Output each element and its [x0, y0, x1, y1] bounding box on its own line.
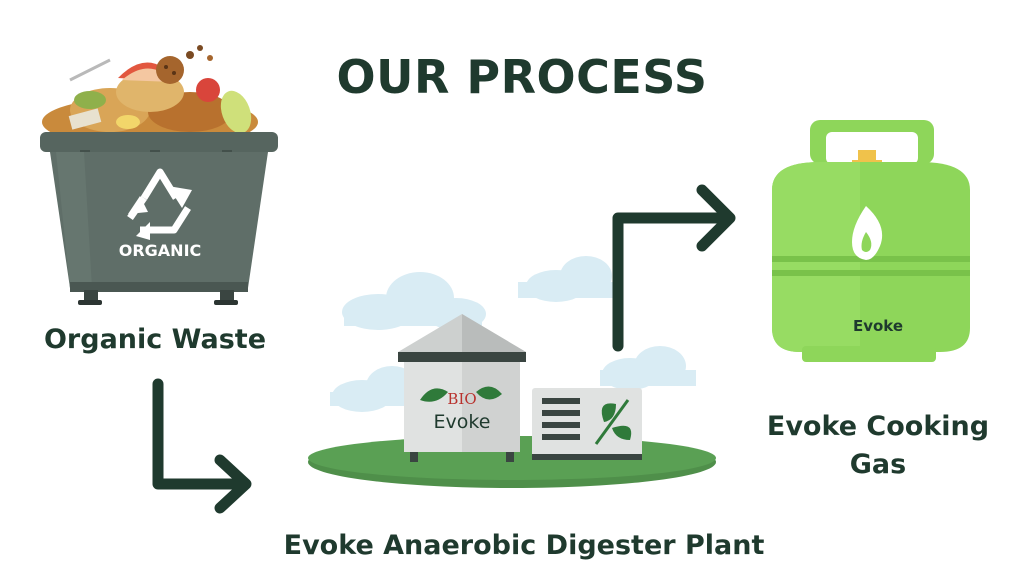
leaf-icon — [420, 386, 502, 402]
flame-icon — [852, 206, 883, 260]
cloud — [600, 346, 696, 390]
background-clouds — [330, 256, 696, 412]
leaf-icon — [594, 399, 632, 445]
gas-cylinder: Evoke — [772, 120, 970, 362]
arrow-icon — [612, 184, 736, 352]
digester-tank: BIO Evoke — [398, 314, 526, 462]
organic-waste-bin: ORGANIC — [40, 45, 278, 305]
cloud — [518, 256, 618, 302]
step-label-cooking-gas: Evoke Cooking Gas — [766, 411, 990, 480]
tank-prefix: BIO — [447, 390, 476, 408]
step-label-organic-waste: Organic Waste — [43, 324, 267, 355]
tank-brand: Evoke — [434, 411, 491, 433]
arrow-icon — [152, 378, 252, 514]
step-label-digester-plant: Evoke Anaerobic Digester Plant — [283, 530, 765, 561]
recycle-icon — [127, 168, 192, 240]
cylinder-brand: Evoke — [853, 317, 903, 335]
bin-text: ORGANIC — [119, 241, 202, 260]
generator-unit — [532, 388, 642, 460]
page-title: OUR PROCESS — [336, 50, 708, 104]
